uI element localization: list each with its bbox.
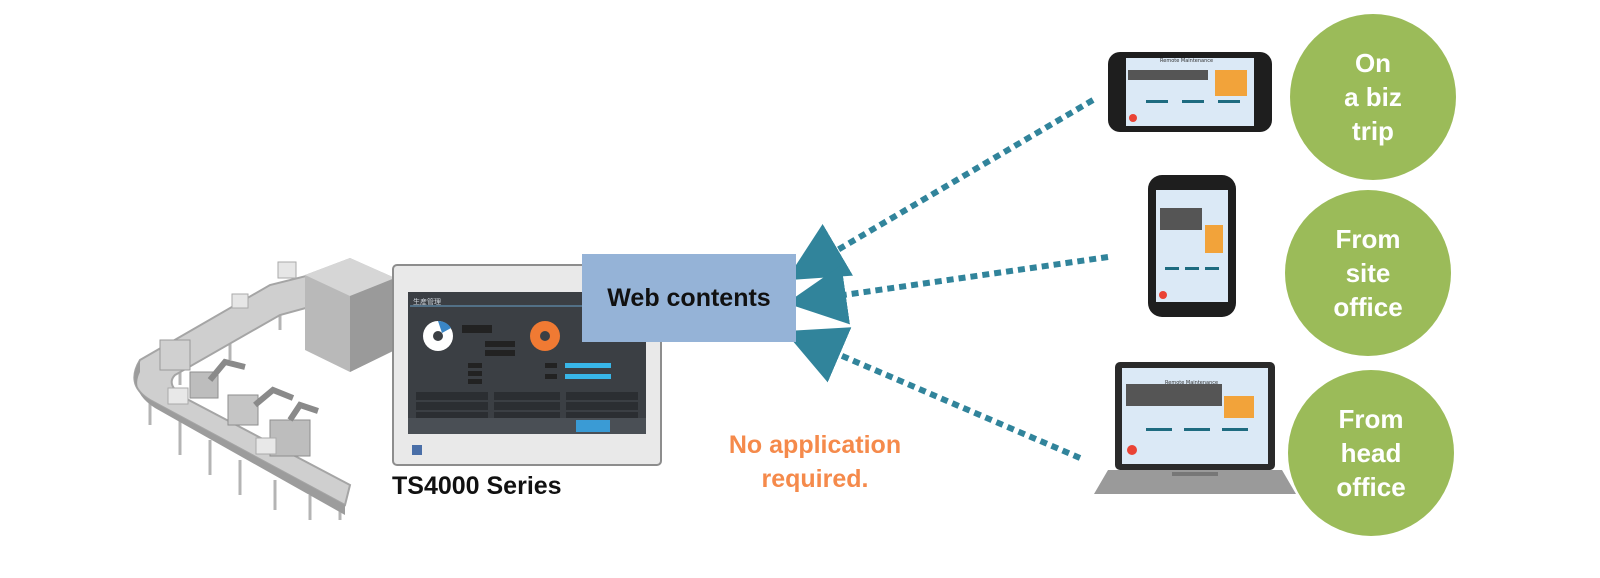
portrait-phone: [1148, 175, 1236, 317]
location-line: From: [1338, 404, 1404, 434]
location-line: office: [1336, 472, 1406, 502]
hmi-screen-title: 生産管理: [413, 298, 441, 306]
location-biz-trip: On a biz trip: [1290, 14, 1456, 180]
location-line: site: [1345, 258, 1391, 288]
web-contents-label: Web contents: [607, 283, 771, 312]
laptop: [1094, 362, 1296, 494]
landscape-phone: [1108, 52, 1272, 132]
no-application-note: No application required.: [700, 428, 930, 496]
note-line-2: required.: [761, 465, 869, 493]
arrow-from-site: [786, 254, 1109, 325]
location-line: On: [1354, 48, 1392, 78]
factory-line-illustration: [133, 258, 396, 520]
location-line: trip: [1352, 116, 1394, 146]
location-line: office: [1333, 292, 1403, 322]
connection-arrows: [784, 97, 1109, 461]
series-label: TS4000 Series: [392, 472, 562, 500]
laptop-screen-title: Remote Maintenance: [1165, 380, 1219, 386]
location-line: a biz: [1344, 82, 1402, 112]
phone-screen-title: Remote Maintenance: [1160, 58, 1214, 64]
location-head-office: From head office: [1288, 370, 1454, 536]
web-contents-box: Web contents: [582, 254, 796, 342]
location-site-office: From site office: [1285, 190, 1451, 356]
arrow-from-head: [784, 327, 1082, 461]
location-line: From: [1335, 224, 1401, 254]
arrow-from-trip: [786, 97, 1095, 281]
location-line: head: [1340, 438, 1402, 468]
note-line-1: No application: [728, 431, 902, 459]
